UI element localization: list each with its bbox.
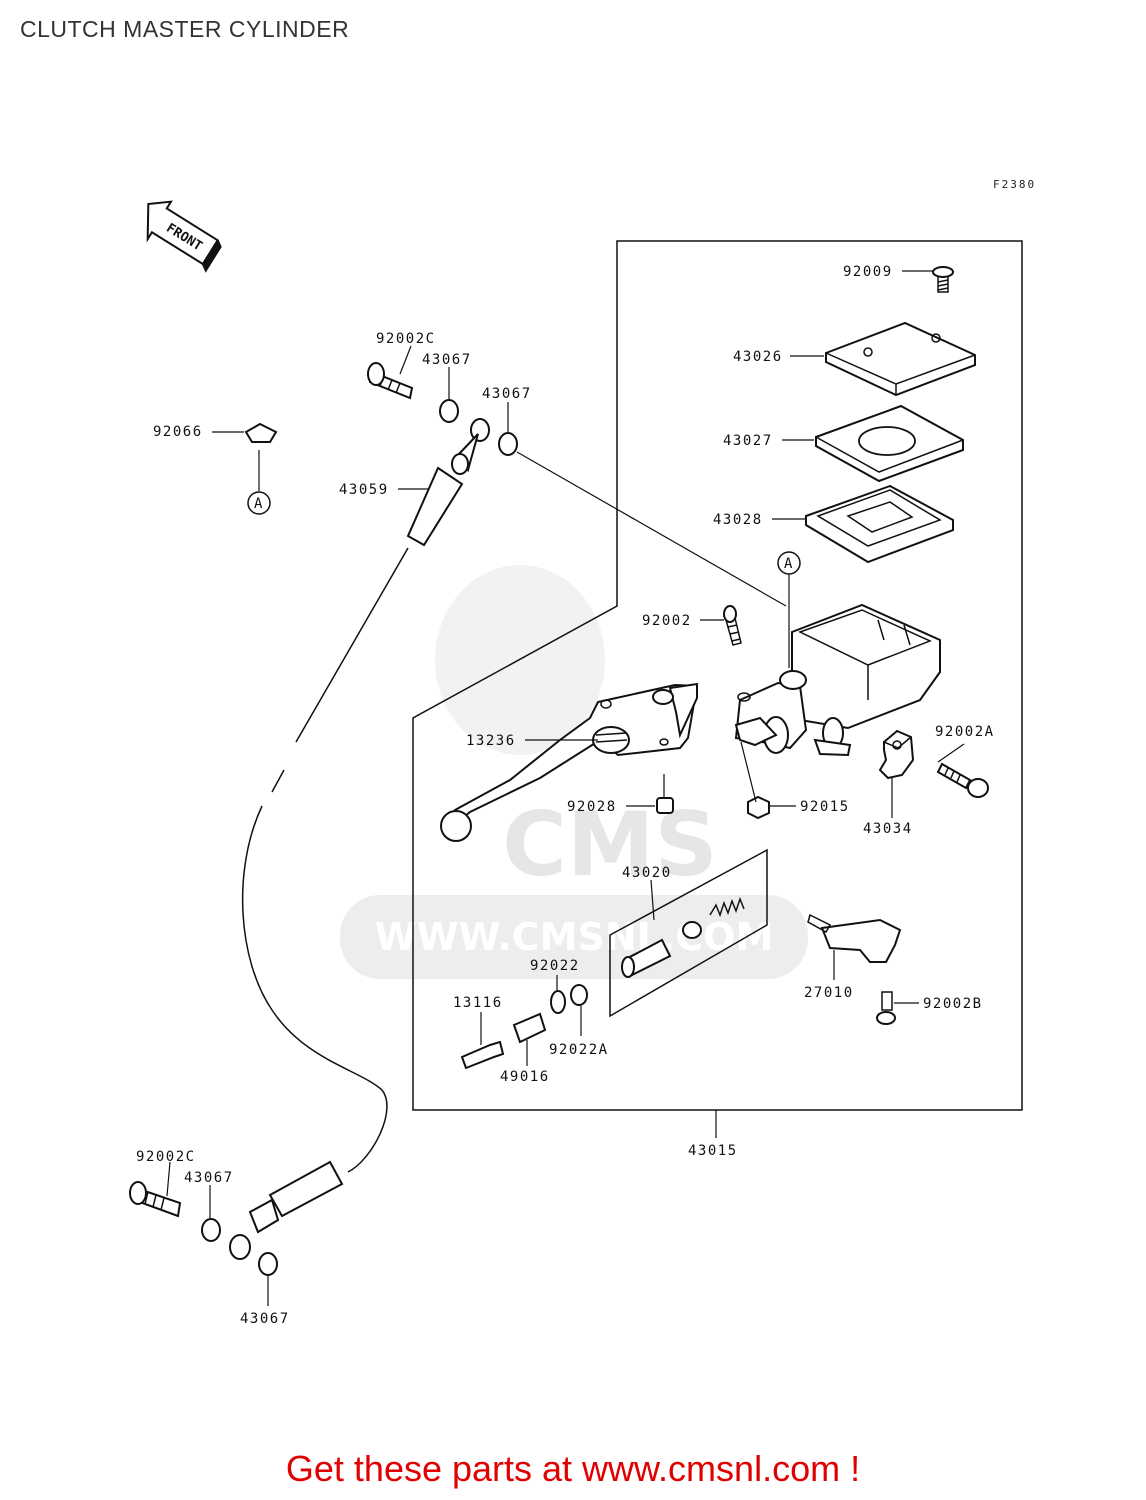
washer-top-1 — [439, 399, 459, 423]
piston-spring-icon — [709, 896, 745, 918]
washer-top-2 — [498, 432, 518, 456]
ref-marker-a-right: A — [777, 551, 801, 575]
clutch-hose — [241, 547, 409, 1173]
diaphragm — [805, 484, 954, 564]
svg-text:A: A — [784, 556, 794, 572]
brake-hose-fitting-bottom — [229, 1160, 344, 1260]
lever-pin — [656, 797, 674, 814]
cap-screw — [932, 266, 954, 293]
piston — [621, 938, 672, 978]
part-label-43027: 43027 — [723, 433, 773, 449]
part-label-13116: 13116 — [453, 995, 503, 1011]
switch-screw — [876, 991, 896, 1025]
reservoir-cap — [825, 321, 976, 397]
part-label-92066: 92066 — [153, 424, 203, 440]
pushrod-bushing — [512, 1012, 547, 1044]
part-label-92002A: 92002A — [935, 724, 995, 740]
clamp-bolt — [936, 762, 989, 798]
banjo-bolt-bottom — [129, 1181, 182, 1218]
watermark-url: WWW.CMSNL.COM — [375, 915, 774, 959]
handlebar-clamp — [878, 729, 915, 780]
pushrod — [460, 1040, 505, 1070]
watermark: WWW.CMSNL.COM CMS — [340, 565, 808, 979]
part-label-92002B: 92002B — [923, 996, 983, 1012]
circlip — [550, 990, 566, 1014]
part-label-43020: 43020 — [622, 865, 672, 881]
piston-cup — [682, 921, 702, 939]
watermark-logo: CMS — [502, 793, 718, 896]
part-label-43034: 43034 — [863, 821, 913, 837]
footer-promo-text[interactable]: Get these parts at www.cmsnl.com ! — [285, 1448, 861, 1489]
part-label-92022A: 92022A — [549, 1042, 609, 1058]
diaphragm-plate — [815, 404, 964, 483]
pivot-nut — [747, 795, 770, 820]
clutch-switch — [807, 913, 902, 963]
part-label-92002C-bottom: 92002C — [136, 1149, 196, 1165]
part-label-13236: 13236 — [466, 733, 516, 749]
part-label-92015: 92015 — [800, 799, 850, 815]
page-title: CLUTCH MASTER CYLINDER — [20, 16, 350, 42]
part-label-27010: 27010 — [804, 985, 854, 1001]
front-arrow-icon: FRONT — [146, 200, 222, 273]
ref-marker-a-left: A — [247, 491, 271, 515]
part-labels: 92009 43026 43027 43028 92002 92002A 132… — [136, 264, 995, 1327]
part-label-43028: 43028 — [713, 512, 763, 528]
part-label-49016: 49016 — [500, 1069, 550, 1085]
pivot-bolt — [723, 605, 742, 646]
master-cylinder-body — [734, 603, 941, 757]
clutch-lever — [440, 682, 699, 842]
part-label-92002: 92002 — [642, 613, 692, 629]
piston-kit-box — [609, 848, 768, 1018]
part-label-43067-bottom-2: 43067 — [240, 1311, 290, 1327]
leader-lines — [166, 270, 965, 1306]
part-label-43067-top-2: 43067 — [482, 386, 532, 402]
cap-92066 — [244, 422, 278, 443]
part-label-43026: 43026 — [733, 349, 783, 365]
part-label-92002C-top: 92002C — [376, 331, 436, 347]
part-label-43059: 43059 — [339, 482, 389, 498]
figure-code: F2380 — [993, 178, 1037, 191]
brake-hose-fitting-top — [406, 418, 490, 547]
washer-bottom-2 — [258, 1252, 278, 1276]
part-label-92028: 92028 — [567, 799, 617, 815]
part-label-43015: 43015 — [688, 1143, 738, 1159]
part-label-43067-bottom-1: 43067 — [184, 1170, 234, 1186]
part-label-43067-top-1: 43067 — [422, 352, 472, 368]
part-label-92022: 92022 — [530, 958, 580, 974]
washer-bottom-1 — [201, 1218, 221, 1242]
svg-text:A: A — [254, 496, 264, 512]
assembly-outline — [412, 240, 1023, 1111]
part-label-92009: 92009 — [843, 264, 893, 280]
banjo-bolt-top — [367, 362, 414, 400]
dust-seal — [570, 984, 588, 1006]
